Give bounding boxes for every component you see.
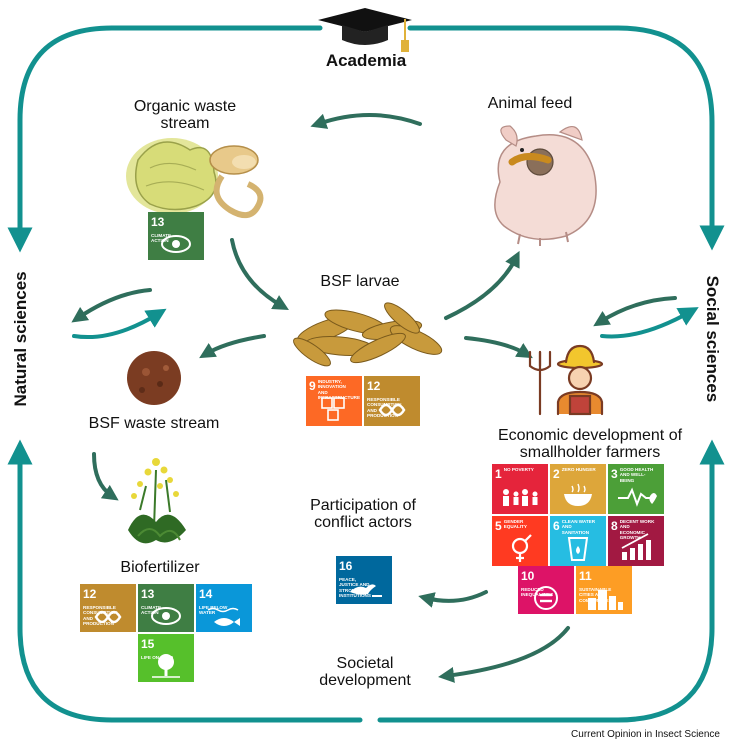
arrow-larvae-to-feed (444, 250, 520, 320)
sdg-2-tile: 2Zero hunger (550, 464, 606, 514)
buildings-icon (588, 590, 623, 610)
sdg-6-tile: 6Clean water and sanitation (550, 516, 606, 566)
sdg-13-tile: 13Climate action (148, 212, 204, 260)
eye-icon (151, 607, 181, 625)
heartbeat-icon (618, 487, 657, 507)
pig-illustration (494, 125, 597, 246)
sdg-number: 6 (553, 519, 560, 533)
frame-cycle (7, 25, 725, 723)
sdg-number: 2 (553, 467, 560, 481)
sdg-number: 15 (141, 637, 155, 651)
right-exchange-arrow-out (593, 296, 677, 327)
sdg-5-tile: 5Gender equality (492, 516, 548, 566)
arrow-sdg-to-participation (418, 590, 488, 608)
sdg-number: 14 (199, 587, 213, 601)
frame-top-right (407, 25, 725, 251)
left-exchange-arrow-out (71, 288, 152, 323)
sdg-13-tile-biofertilizer: 13Climate action (138, 584, 194, 632)
sdg-title: Climate action (151, 233, 172, 244)
economic-development-label: Economic development of smallholder farm… (497, 427, 683, 461)
arrow-feed-to-waste (310, 113, 422, 129)
sdg-12-tile: 12Responsible consumption and production (364, 376, 420, 426)
sdg-title: No poverty (503, 467, 534, 472)
arrow-sdg-to-societal (438, 626, 570, 683)
people-icon (503, 489, 538, 506)
sdg-number: 8 (611, 519, 618, 533)
vegetables-illustration (126, 138, 264, 219)
sdg-title: Good health and well-being (619, 467, 654, 483)
sdg-number: 3 (611, 467, 618, 481)
right-axis-label: Social sciences (702, 275, 722, 403)
sdg-number: 12 (367, 379, 381, 393)
academia-label: Academia (325, 51, 407, 70)
frame-bottom-left (7, 439, 363, 723)
sdg-15-tile: 15Life on land (138, 634, 194, 682)
arrow-waste-to-larvae (230, 238, 289, 310)
sdg-title: Gender equality (503, 519, 527, 530)
sdg-number: 11 (579, 569, 592, 583)
farmer-icon (528, 344, 604, 416)
arrow-larvae-to-farmers (464, 336, 533, 359)
animal-feed-label: Animal feed (487, 95, 573, 112)
left-exchange-arrow-in (72, 308, 167, 340)
sdg-16-tile: 16Peace, justice and strong institutions (336, 556, 392, 604)
arrow-larvae-to-bsfwaste (199, 334, 266, 359)
societal-development-label: Societal development (319, 655, 411, 689)
sdg-3-tile: 3Good health and well-being (608, 464, 664, 514)
infinity-icon (94, 610, 122, 624)
plant-illustration (128, 458, 186, 544)
sdg-1-tile: 1No poverty (492, 464, 548, 514)
sdg-number: 5 (495, 519, 502, 533)
sdg-title: Reduced inequalities (521, 587, 554, 598)
bsf-waste-label: BSF waste stream (88, 415, 220, 432)
right-exchange-arrow-in (600, 307, 699, 339)
sdg-title: Zero hunger (561, 467, 596, 472)
sdg-9-tile: 9Industry, innovation and infrastructure (306, 376, 362, 426)
credit-label: Current Opinion in Insect Science (571, 729, 720, 740)
tree-icon (152, 654, 180, 678)
sdg-title: Clean water and sanitation (561, 519, 596, 535)
cubes-icon (321, 397, 345, 421)
organic-waste-label: Organic waste stream (133, 98, 237, 132)
sdg-title: Peace, justice and strong institutions (339, 577, 371, 598)
biofertilizer-label: Biofertilizer (120, 559, 200, 576)
dove-gavel-icon (350, 584, 382, 597)
sdg-number: 13 (151, 215, 165, 229)
graduation-cap-icon (318, 8, 412, 52)
frame-bottom-right (377, 439, 725, 723)
growth-chart-icon (621, 533, 651, 560)
equals-icon (534, 586, 558, 610)
sdg-number: 13 (141, 587, 155, 601)
sdg-number: 9 (309, 379, 316, 393)
bowl-icon (564, 483, 592, 506)
sdg-14-tile: 14Life below water (196, 584, 252, 632)
sdg-number: 1 (495, 467, 502, 481)
arrow-bsfwaste-to-biofert (92, 452, 119, 501)
sdg-number: 10 (521, 569, 535, 583)
sdg-12-tile-biofertilizer: 12Responsible consumption and production (80, 584, 136, 632)
participation-label: Participation of conflict actors (310, 497, 416, 531)
sdg-title: Climate action (141, 605, 162, 616)
bsf-larvae-label: BSF larvae (320, 273, 400, 290)
gender-icon (511, 534, 532, 562)
larvae-illustration (293, 302, 443, 367)
sdg-11-tile: 11Sustainable cities and communities (576, 566, 632, 614)
infinity-icon (378, 403, 406, 417)
frame-top-left (7, 25, 323, 253)
sdg-title: Decent work and economic growth (619, 519, 655, 540)
water-glass-icon (567, 537, 589, 561)
sdg-title: Life below water (199, 605, 228, 616)
sdg-8-tile: 8Decent work and economic growth (608, 516, 664, 566)
sdg-number: 12 (83, 587, 97, 601)
sdg-title: Life on land (141, 655, 174, 660)
frass-pile-illustration (127, 351, 181, 405)
sdg-number: 16 (339, 559, 353, 573)
eye-icon (161, 235, 191, 253)
left-axis-label: Natural sciences (11, 271, 31, 407)
sdg-10-tile: 10Reduced inequalities (518, 566, 574, 614)
fish-icon (207, 607, 240, 626)
